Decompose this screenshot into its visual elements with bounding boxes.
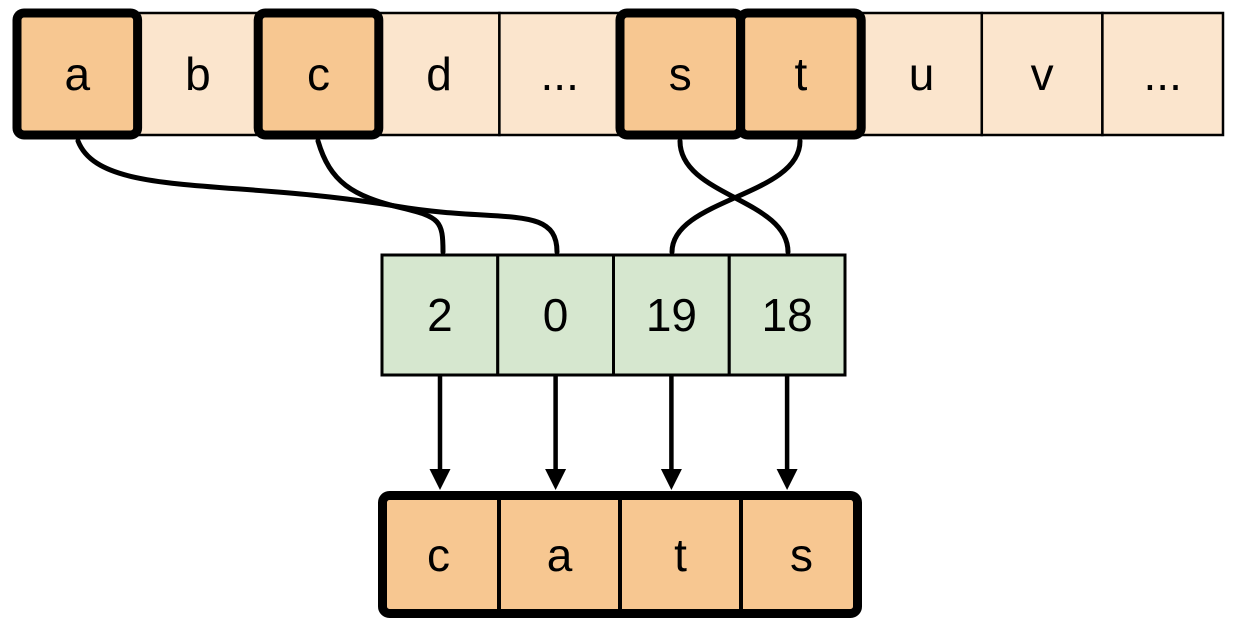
alphabet-letter: ...	[541, 48, 579, 100]
curve-c-to-2	[315, 138, 446, 255]
output-letter: s	[790, 529, 813, 581]
letter-to-index-curves	[75, 138, 803, 255]
alphabet-letter: b	[185, 48, 211, 100]
alphabet-cell-ellipsis-2	[1101, 11, 1225, 137]
output-row: c a t s	[378, 491, 862, 618]
output-letter: a	[547, 529, 573, 581]
index-row: 2 0 19 18	[380, 253, 847, 377]
highlight-border-c	[253, 8, 384, 140]
alphabet-cell-b	[136, 11, 260, 137]
index-cell-18	[727, 253, 847, 377]
alphabet-cell-v	[980, 11, 1104, 137]
alphabet-letter: v	[1031, 48, 1054, 100]
alphabet-letter: t	[795, 48, 808, 100]
highlight-border-t	[736, 8, 866, 140]
alphabet-row: a b c d ... s t u v ...	[12, 8, 1225, 140]
arrowhead-icon	[776, 469, 798, 490]
index-cell-19	[612, 253, 731, 377]
output-letter: t	[674, 529, 687, 581]
highlight-border-a	[12, 8, 143, 140]
alphabet-letter: a	[65, 48, 91, 100]
index-value: 2	[427, 289, 453, 341]
arrowheads	[429, 469, 798, 490]
output-cell-dividers	[497, 496, 743, 613]
alphabet-letter: ...	[1144, 48, 1182, 100]
index-to-output-arrows	[437, 376, 790, 471]
arrowhead-icon	[545, 469, 567, 490]
alphabet-cell-ellipsis-1	[498, 11, 622, 137]
alphabet-letter: u	[909, 48, 935, 100]
index-cell-2	[380, 253, 500, 377]
curve-a-to-0	[75, 138, 560, 255]
arrowhead-icon	[660, 469, 682, 490]
alphabet-letter: s	[669, 48, 692, 100]
index-value: 19	[646, 289, 697, 341]
arrowhead-icon	[429, 469, 451, 490]
curve-t-to-19	[669, 138, 803, 255]
alphabet-letter: d	[426, 48, 452, 100]
index-value: 18	[762, 289, 813, 341]
alphabet-cell-a	[15, 11, 139, 137]
output-letter: c	[427, 529, 450, 581]
alphabet-letter: c	[307, 48, 330, 100]
index-value: 0	[543, 289, 569, 341]
index-cell-0	[496, 253, 615, 377]
output-row-border	[378, 491, 862, 618]
